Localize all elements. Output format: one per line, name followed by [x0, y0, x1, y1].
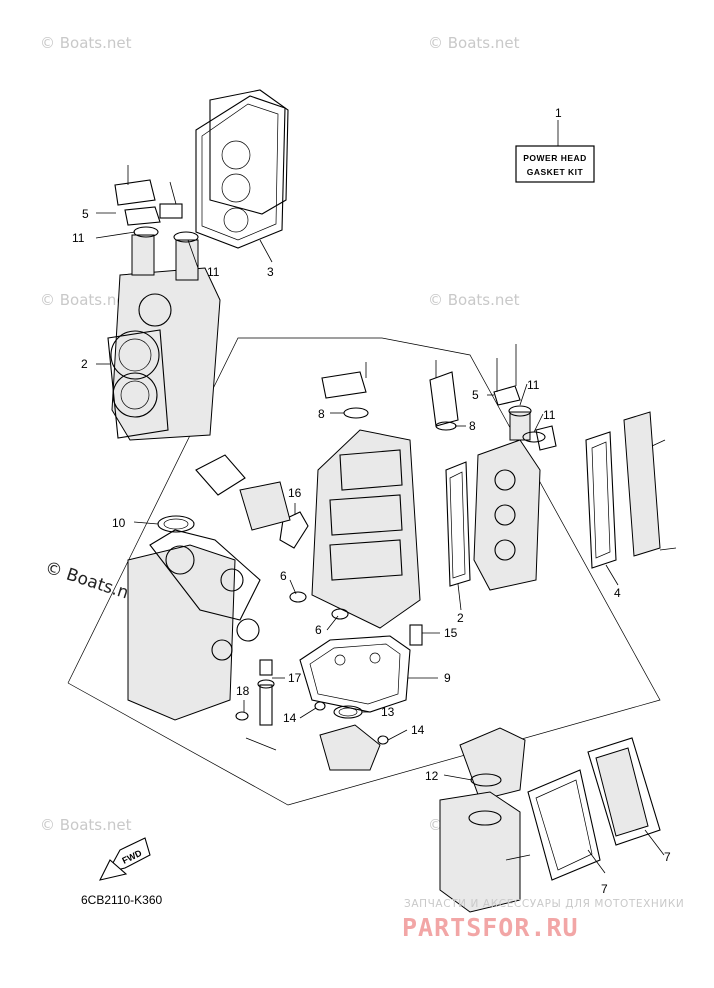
watermark-mid-right: © Boats.net — [428, 291, 520, 309]
watermark-mid-left: © Boats.net — [40, 291, 132, 309]
cylinder-block-center — [195, 360, 459, 646]
callout-11-left: 11 — [207, 265, 220, 279]
kit-label-line2: GASKET KIT — [527, 167, 584, 177]
callout-5-left: 5 — [82, 207, 89, 221]
crankcase-lower — [127, 515, 277, 751]
brand-tagline: ЗАПЧАСТИ И АКСЕССУАРЫ ДЛЯ МОТОТЕХНИКИ — [404, 898, 684, 910]
brand-logo: PARTSFOR.RU — [402, 913, 579, 942]
callout-7-right: 7 — [664, 850, 671, 864]
callout-2-right: 2 — [457, 611, 464, 625]
watermarks: © Boats.net © Boats.net © Boats.net © Bo… — [40, 34, 520, 834]
callout-17: 17 — [288, 671, 302, 685]
callout-15: 15 — [444, 626, 458, 640]
watermark-top-left: © Boats.net — [40, 34, 132, 52]
gasket-kit-box: POWER HEAD GASKET KIT — [515, 120, 595, 183]
cylinder-head-right — [445, 344, 677, 591]
callout-1: 1 — [555, 106, 562, 120]
leader-lines — [95, 212, 665, 874]
cylinder-head-upper — [107, 89, 289, 441]
callout-8-right: 8 — [469, 419, 476, 433]
callout-numbers: 1 2 2 3 4 5 5 6 6 7 7 8 8 9 10 11 11 11 … — [72, 106, 671, 896]
callout-10: 10 — [112, 516, 126, 530]
callout-13: 13 — [381, 705, 395, 719]
callout-4: 4 — [614, 586, 621, 600]
callout-14-left: 14 — [283, 711, 297, 725]
callout-8-left: 8 — [318, 407, 325, 421]
callout-11-upper-left: 11 — [72, 231, 85, 245]
callout-5-right: 5 — [472, 388, 479, 402]
callout-11-right-lower: 11 — [543, 408, 556, 422]
callout-18: 18 — [236, 684, 250, 698]
watermark-bottom-left: © Boats.net — [40, 816, 132, 834]
fwd-arrow: FWD — [98, 837, 151, 881]
watermark-top-right: © Boats.net — [428, 34, 520, 52]
exhaust-group — [439, 727, 661, 913]
callout-3: 3 — [267, 265, 274, 279]
diagram-code: 6CB2110-K360 — [81, 893, 162, 907]
callout-7-lower: 7 — [601, 882, 608, 896]
callout-12: 12 — [425, 769, 439, 783]
assembly-frame — [67, 337, 661, 806]
brand-watermark: ЗАПЧАСТИ И АКСЕССУАРЫ ДЛЯ МОТОТЕХНИКИ PA… — [402, 898, 684, 942]
callout-6-upper: 6 — [280, 569, 287, 583]
callout-6-lower: 6 — [315, 623, 322, 637]
callout-16: 16 — [288, 486, 302, 500]
bottom-gasket-group — [299, 635, 411, 771]
callout-9: 9 — [444, 671, 451, 685]
callout-2-left: 2 — [81, 357, 88, 371]
kit-label-line1: POWER HEAD — [523, 153, 587, 163]
callout-14-right: 14 — [411, 723, 425, 737]
callout-11-right-upper: 11 — [527, 378, 540, 392]
